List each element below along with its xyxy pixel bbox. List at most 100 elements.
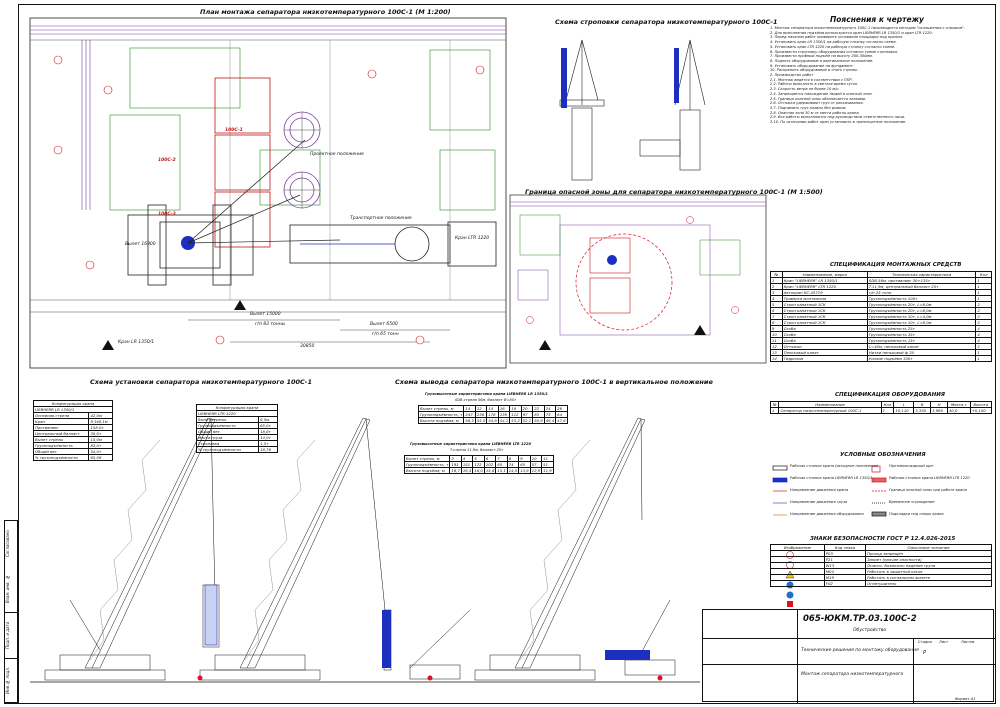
table-cell: 15,6 [483,467,497,474]
table-cell: 1 [880,407,895,414]
table-cell: +0,150 [969,407,993,414]
table-cell: 47,6 [555,417,568,424]
legend-item: Рабочая стоянка крана LIEBHERR LTR 1220 [889,476,970,480]
table-cell: Высота подъёма, м [403,467,451,474]
table-cell: 3,960 [930,407,948,414]
signs-title: ЗНАКИ БЕЗОПАСНОСТИ ГОСТ Р 12.4.026-2015 [810,536,956,542]
plan-title: План монтажа сепаратора низкотемпературн… [200,8,451,16]
title-block: 065-ЮКМ.ТР.03.100С-2 Обустройство Технич… [702,609,995,703]
legend-item: Противопожарный щит [889,464,934,468]
table-cell: 1 [769,407,780,414]
table-cell: 1 [975,355,992,362]
note-line: 3. Перед началом работ проверить основан… [770,35,903,40]
label-dim-2: Вылет 16900 [125,242,156,247]
legend-item: Временное ограждение [889,500,935,504]
legend-title: УСЛОВНЫЕ ОБОЗНАЧЕНИЯ [840,452,926,458]
legend-item: Рабочая стоянка крана (исходное положени… [790,464,879,468]
note-line: 9. Установить оборудование на фундамент. [770,63,854,68]
table-cell: 53,2 [509,417,522,424]
label-crane-lr: Кран LR 1350/1 [118,340,155,345]
table-cell: 11,9 [541,467,554,474]
note-line: 1. Монтаж сепаратора низкотемпературного… [770,26,965,30]
note-line: 2.2. Работы выполнять в светлое время су… [770,82,859,87]
table-cell: 56,5 [463,417,476,424]
label-projected: Проектное положение [310,152,364,157]
note-line: 2. Для выполнения подъёма используются к… [770,30,933,35]
note-line: 2.1. Монтаж ведётся в соответствии с ППР… [770,77,853,82]
table-cell: Сепаратор низкотемпературный 100С-1 [778,407,882,414]
config-sum-label: % грузоподъёмности [195,446,260,453]
table-cell: 10,110 [893,407,915,414]
load-table-1-sub: SDB-стрела 56м, балласт В=85т [455,398,517,402]
note-line: 10. Раскрепить оборудование и снять стро… [770,68,859,73]
spec-mount-title: СПЕЦИФИКАЦИЯ МОНТАЖНЫХ СРЕДСТВ [830,262,962,268]
table-cell: 55,5 [474,417,488,424]
table-cell: 14,5 [506,467,520,474]
table-cell: 16,4 [460,467,474,474]
table-cell: 14 [770,355,783,362]
load-table-2-sub: T-стрела 11,9м, балласт 25т [450,448,504,452]
spec-equip-title: СПЕЦИФИКАЦИЯ ОБОРУДОВАНИЯ [835,392,946,398]
label-transport: Транспортное положение [350,216,412,221]
legend-item: Рабочая стоянка крана LIEBHERR LR 1350/1 [790,476,873,480]
load-table-2-title: Грузовысотные характеристики крана LIEBH… [410,442,531,446]
stamp-sheet-label: Лист [939,640,949,644]
label-reach-1b: г/п 83 тонны [255,322,286,327]
legend-item: Направление движения груза [790,500,848,504]
stamp-desc: Технические решения по монтажу оборудова… [801,648,919,653]
table-header-cell: Масса,т [947,401,971,408]
table-cell: Грузоподъёмность, т [417,411,465,418]
table-cell: Огнетушитель [865,580,992,587]
note-line: 8. Поднять оборудование в вертикальное п… [770,58,874,63]
format-label: Формат А1 [955,697,976,701]
legend-item: Направление движения оборудования [790,512,864,516]
note-line: 5. Установить кран LTR 1220 на рабочую с… [770,44,896,49]
side-stamp-strip: Согласовано Взам. инв. № Подп. и дата Ин… [4,520,18,704]
table-cell: F02 [823,580,867,587]
drawing-code: 065-ЮКМ.ТР.03.100С-2 [803,614,917,624]
label-vessel-a: 100С-1 [225,128,243,133]
label-dim-1: 30850 [300,344,315,349]
config-sum-value: 65,06 [88,454,113,461]
config-sum-value: 18,76 [258,446,278,453]
stamp-stage-value: Р [923,650,927,656]
label-reach-2b: г/п 65 тонн [372,332,399,337]
legend-item: Направление движения крана [790,488,848,492]
stamp-name: Монтаж сепаратора низкотемпературного [801,672,904,677]
notes-title: Пояснения к чертежу [830,15,924,24]
config-sum-label: % грузоподъёмности [32,454,90,461]
note-line: 2.4. Запрещается нахождение людей в опас… [770,91,873,96]
note-line: 2. Производство работ [770,73,814,78]
legend-item: Подкладки под опоры крана [889,512,944,516]
table-cell: 54,9 [486,417,499,424]
table-cell: 49,4 [543,417,557,424]
legend-item: Граница опасной зоны при работе крана [889,488,967,492]
table-cell: 40,0 [947,407,971,414]
label-reach-1: Вылет 15000 [250,312,281,317]
table-cell: 3,330 [913,407,932,414]
note-line: 2.8. Опасная зона 30 м от места работы к… [770,110,860,115]
label-crane-ltr: Кран LTR 1220 [455,236,490,241]
table-cell: Гидролом [781,355,868,362]
table-cell: 54,1 [497,417,511,424]
table-cell: 15,1 [495,467,508,474]
table-cell: 13,8 [518,467,531,474]
note-line: 2.3. Скорость ветра не более 10 м/с. [770,87,840,92]
install-title: Схема установки сепаратора низкотемперат… [90,378,313,386]
table-cell [770,580,825,587]
note-line: 7. Произвести пробный подъём на высоту 2… [770,54,873,59]
table-cell: 16,7 [449,467,462,474]
